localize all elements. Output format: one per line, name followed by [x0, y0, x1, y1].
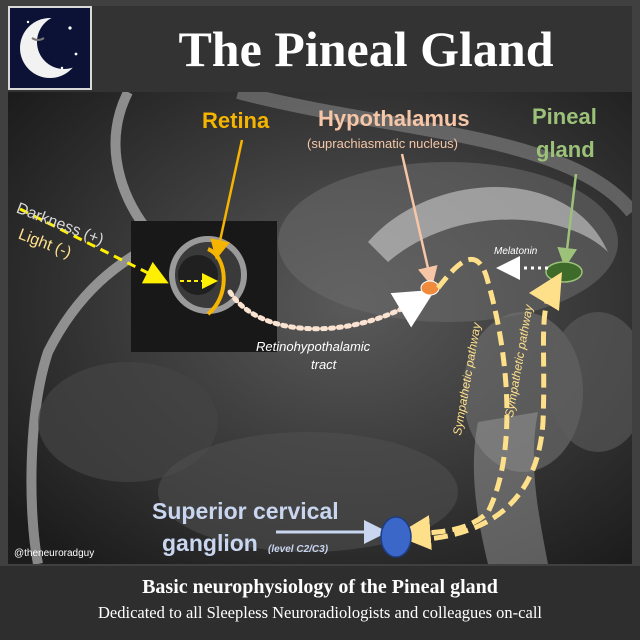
footer-bar — [0, 566, 640, 640]
hypothalamus-label: Hypothalamus — [318, 106, 470, 131]
light-input-arrow — [19, 207, 169, 284]
footer-title: Basic neurophysiology of the Pineal glan… — [142, 576, 498, 598]
retina-pointer — [210, 139, 244, 260]
scg-level-label: (level C2/C3) — [268, 544, 329, 555]
pineal-label-line2: gland — [536, 137, 595, 162]
hypothalamus-pointer — [400, 153, 438, 287]
cerebellum — [548, 312, 632, 452]
scg-label-line2: ganglion — [162, 530, 258, 556]
corpus-callosum — [368, 187, 608, 262]
spinal-cord — [473, 412, 548, 564]
footer-subtitle: Dedicated to all Sleepless Neuroradiolog… — [98, 603, 542, 622]
pineal-pointer — [557, 173, 578, 268]
nasal-region — [38, 362, 218, 482]
mri-diagram — [8, 92, 632, 564]
moon-night-icon — [8, 6, 92, 90]
scg-label-line1: Superior cervical — [152, 498, 339, 524]
retinohypothalamic-tract — [227, 289, 436, 332]
skull-contour — [26, 92, 167, 564]
superior-cervical-ganglion-shape — [380, 516, 412, 558]
pineal-label-line1: Pineal — [532, 104, 597, 129]
header-bar — [8, 6, 632, 92]
eye-lens — [178, 255, 218, 295]
sympathetic-pathway-ascending — [412, 271, 562, 543]
melatonin-label: Melatonin — [494, 246, 538, 257]
skull-vault — [236, 92, 632, 217]
sympathetic-pathway-descending — [395, 257, 510, 551]
rht-label-line1: Retinohypothalamic — [256, 339, 371, 354]
pineal-gland-shape — [545, 261, 583, 283]
page-title: The Pineal Gland — [178, 21, 554, 77]
hypothalamus-sublabel: (suprachiasmatic nucleus) — [307, 136, 459, 151]
suprachiasmatic-node — [420, 280, 440, 296]
rht-label-line2: tract — [311, 357, 337, 372]
watermark: @theneuroradguy — [14, 548, 95, 559]
retina-label: Retina — [202, 108, 270, 133]
